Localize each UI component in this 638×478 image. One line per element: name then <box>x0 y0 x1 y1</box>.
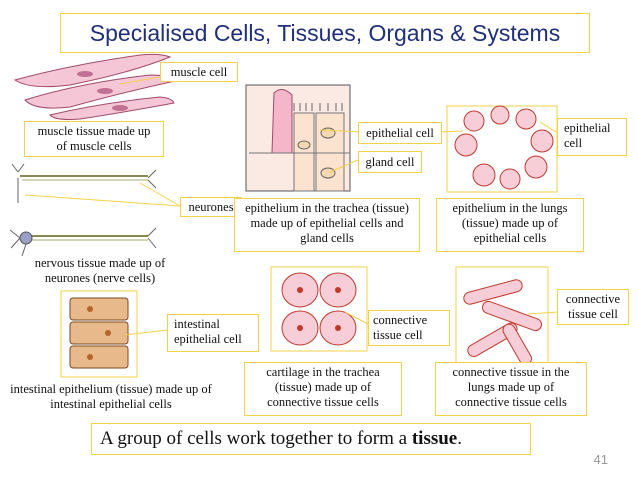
neurones-label: neurones <box>180 197 242 217</box>
footer-statement: A group of cells work together to form a… <box>91 423 531 455</box>
lung-connective-illustration <box>455 266 549 366</box>
nervous-tissue-label: nervous tissue made up of neurones (nerv… <box>34 256 166 285</box>
nervous-tissue-illustration <box>9 163 157 257</box>
gland-cell-label: gland cell <box>358 151 422 173</box>
footer-period: . <box>457 428 462 449</box>
connective-tissue-lungs-label: connective tissue in the lungs made up o… <box>435 362 587 416</box>
footer-bold-word: tissue <box>411 428 458 449</box>
page-number: 41 <box>593 452 608 467</box>
muscle-cells-illustration <box>13 53 176 120</box>
intestinal-epithelium-label: intestinal epithelium (tissue) made up o… <box>10 382 212 411</box>
intestinal-epithelium-illustration <box>60 290 138 378</box>
cartilage-illustration <box>270 266 368 352</box>
slide-title: Specialised Cells, Tissues, Organs & Sys… <box>60 13 590 53</box>
intestinal-epithelial-cell-label: intestinal epithelial cell <box>167 314 259 352</box>
connective-cell-lungs-label: connective tissue cell <box>557 289 629 325</box>
epithelial-cell-trachea-label: epithelial cell <box>358 122 442 144</box>
muscle-tissue-label: muscle tissue made up of muscle cells <box>24 121 164 157</box>
cartilage-trachea-label: cartilage in the trachea (tissue) made u… <box>244 362 402 416</box>
trachea-epithelium-illustration <box>245 84 351 192</box>
connective-cell-cartilage-label: connective tissue cell <box>368 310 450 346</box>
footer-text: A group of cells work together to form a <box>100 428 412 449</box>
epithelium-lungs-label: epithelium in the lungs (tissue) made up… <box>436 198 584 252</box>
lung-epithelium-illustration <box>446 105 558 193</box>
muscle-cell-label: muscle cell <box>160 62 238 82</box>
epithelial-cell-lungs-label: epithelial cell <box>557 118 627 156</box>
epithelium-trachea-label: epithelium in the trachea (tissue) made … <box>234 198 420 252</box>
